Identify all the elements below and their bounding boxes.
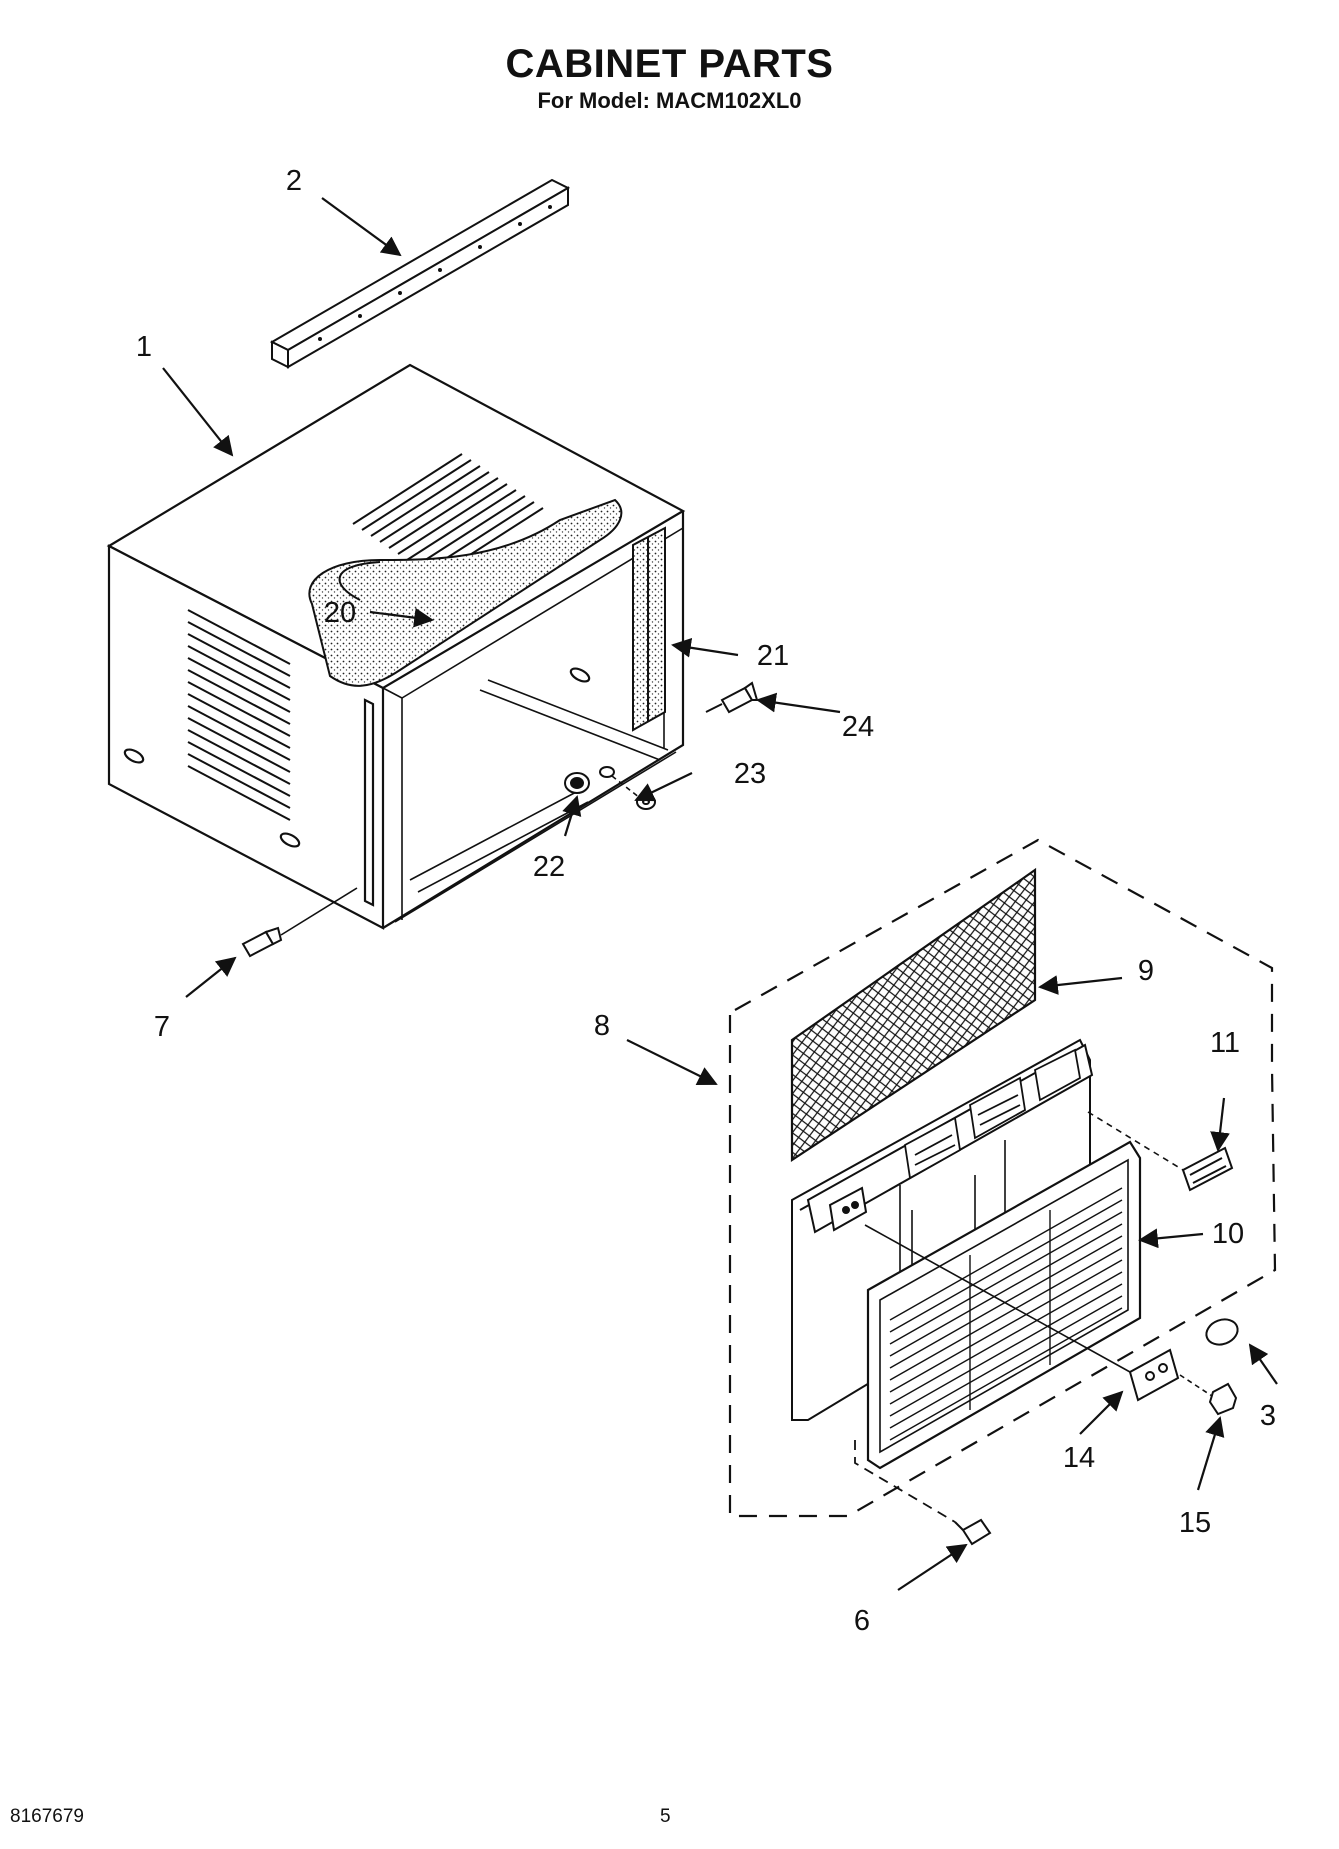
washer-part-23	[599, 766, 656, 810]
model-subtitle: For Model: MACM102XL0	[537, 88, 802, 113]
foam-seal-part	[308, 498, 623, 687]
callout-1: 1	[136, 331, 152, 363]
front-panel-part	[791, 1038, 1094, 1421]
cap-part	[1205, 1318, 1239, 1346]
callout-labels: 2 1 20 21 24 23 22 7 8 9 11 10 3 14 15 6	[136, 165, 1276, 1637]
callout-2: 2	[286, 165, 302, 197]
louver-insert-part	[1087, 1111, 1234, 1192]
callout-3: 3	[1260, 1400, 1276, 1432]
callout-9: 9	[1138, 955, 1154, 987]
front-assembly-boundary	[728, 838, 1277, 1518]
screw-part-24	[705, 681, 759, 714]
page-title: CABINET PARTS	[505, 42, 834, 86]
callout-20: 20	[324, 597, 356, 629]
cabinet-wrapper-part	[106, 363, 686, 930]
callout-8: 8	[594, 1010, 610, 1042]
callout-21: 21	[757, 640, 789, 672]
front-grille-part	[866, 1140, 1142, 1470]
callout-23: 23	[734, 758, 766, 790]
callout-11: 11	[1210, 1027, 1240, 1059]
top-rail-part	[269, 178, 571, 369]
leader-lines	[162, 197, 1278, 1591]
side-foam-strip-part	[632, 526, 666, 732]
screw-part-7	[241, 887, 358, 958]
page-number: 5	[660, 1806, 671, 1827]
document-number: 8167679	[10, 1806, 84, 1827]
callout-24: 24	[842, 711, 874, 743]
callout-7: 7	[154, 1011, 170, 1043]
callout-22: 22	[533, 851, 565, 883]
knob-part	[1179, 1374, 1238, 1416]
nut-part-22	[564, 772, 590, 794]
air-filter-part	[790, 867, 1037, 1163]
callout-6: 6	[854, 1605, 870, 1637]
callout-14: 14	[1063, 1442, 1095, 1474]
callout-10: 10	[1212, 1218, 1244, 1250]
callout-15: 15	[1179, 1507, 1211, 1539]
screw-part-6	[854, 1440, 992, 1546]
control-plate-part	[864, 1224, 1180, 1402]
